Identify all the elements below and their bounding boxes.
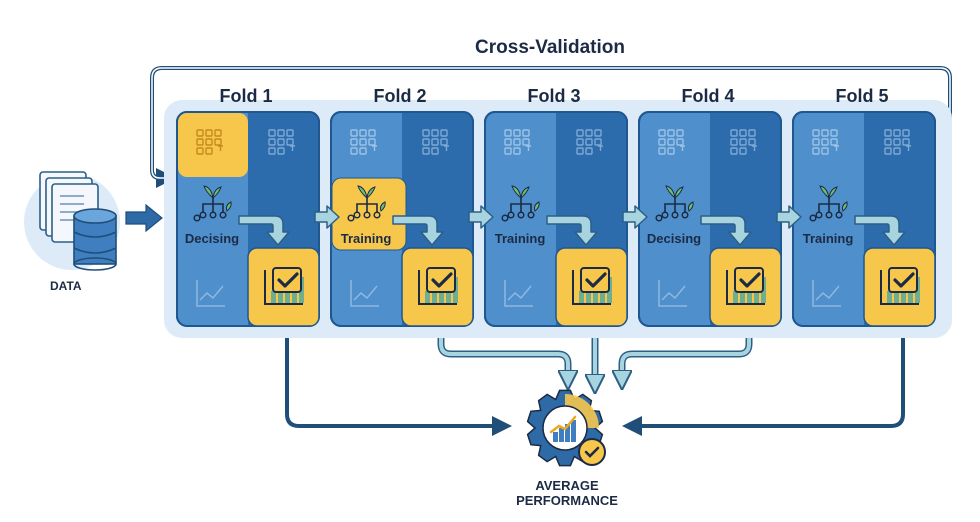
fold-3-panel [484, 111, 628, 327]
block-grid-icon [504, 129, 531, 155]
block-grid-icon [576, 129, 603, 155]
fold-1-flow-arrow [238, 215, 290, 246]
decision-tree-icon [655, 185, 694, 222]
fold-2-panel [330, 111, 474, 327]
data-to-fold-arrow [125, 203, 163, 233]
average-performance-line-1: AVERAGE [535, 478, 599, 493]
documents-database-icon [24, 171, 120, 271]
fold-2-step-label: Training [340, 231, 392, 246]
fold-3-title: Fold 3 [527, 86, 581, 106]
block-grid-icon [350, 129, 377, 155]
fold-5-step-label: Training [802, 231, 854, 246]
between-folds-arrow-3 [622, 205, 648, 229]
block-grid-icon [730, 129, 757, 155]
block-grid-icon [422, 129, 449, 155]
bar-chart-check-icon [264, 267, 304, 305]
block-grid-icon [812, 129, 839, 155]
fold-1-to-result-arrow [285, 326, 512, 436]
data-label: DATA [50, 279, 82, 293]
fold-4-step-label: Decising [646, 231, 702, 246]
decision-tree-icon [347, 185, 386, 222]
overlay-layer [24, 171, 906, 467]
fold-4-title: Fold 4 [681, 86, 735, 106]
bar-chart-check-icon [726, 267, 766, 305]
between-folds-arrow-1 [314, 205, 340, 229]
fold-2-title: Fold 2 [373, 86, 427, 106]
fold-5-to-result-arrow [622, 326, 905, 436]
line-chart-icon [504, 280, 533, 307]
bar-chart-check-icon [572, 267, 612, 305]
line-chart-icon [658, 280, 687, 307]
average-performance-label: AVERAGE PERFORMANCE [497, 478, 637, 508]
decision-tree-icon [193, 185, 232, 222]
fold-2-flow-arrow [392, 215, 444, 246]
fold-1-step-label: Decising [184, 231, 240, 246]
block-grid-icon [658, 129, 685, 155]
line-chart-icon [812, 280, 841, 307]
block-grid-icon [268, 129, 295, 155]
line-chart-icon [350, 280, 379, 307]
fold-1-test-block [178, 113, 248, 177]
average-performance-line-2: PERFORMANCE [516, 493, 618, 508]
fold-5-flow-arrow [854, 215, 906, 246]
fold-3-step-label: Training [494, 231, 546, 246]
fold-3-flow-arrow [546, 215, 598, 246]
fold-5-title: Fold 5 [835, 86, 889, 106]
fold-1-title: Fold 1 [219, 86, 273, 106]
fold-4-flow-arrow [700, 215, 752, 246]
decision-tree-icon [809, 185, 848, 222]
between-folds-arrow-2 [468, 205, 494, 229]
decision-tree-icon [501, 185, 540, 222]
fold-4-to-result-arrow [622, 326, 751, 384]
diagram-title: Cross-Validation [475, 37, 625, 58]
fold-2-to-result-arrow [439, 326, 568, 384]
between-folds-arrow-4 [776, 205, 802, 229]
line-chart-icon [196, 280, 225, 307]
bar-chart-check-icon [880, 267, 920, 305]
gear-performance-icon [526, 389, 606, 467]
block-grid-icon [196, 129, 223, 155]
bar-chart-check-icon [418, 267, 458, 305]
block-grid-icon [884, 129, 911, 155]
